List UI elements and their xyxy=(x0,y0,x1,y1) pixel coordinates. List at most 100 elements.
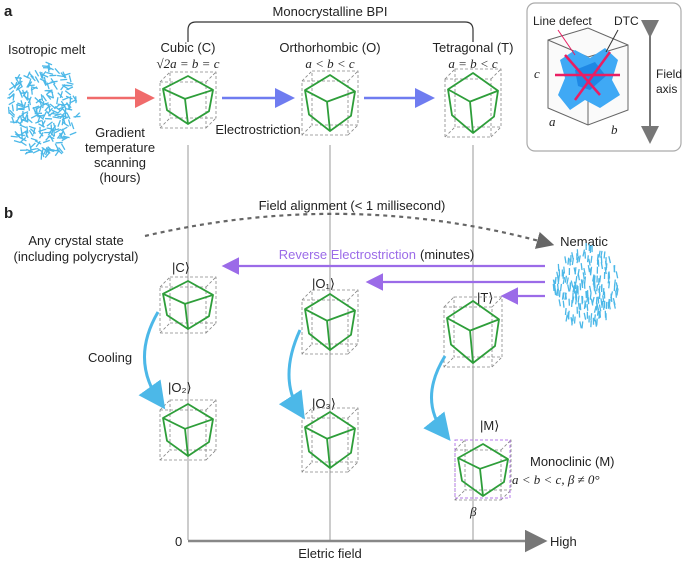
mesogen-stroke xyxy=(42,111,47,119)
mesogen-stroke xyxy=(17,102,25,107)
mesogen-stroke xyxy=(46,82,50,90)
mesogen-stroke xyxy=(11,104,14,112)
any-crystal-line2: (including polycrystal) xyxy=(14,249,139,264)
nematic-blob xyxy=(552,242,619,329)
mesogen-stroke xyxy=(564,275,568,283)
mesogen-stroke xyxy=(8,100,16,106)
cube-dashed-box xyxy=(159,276,217,334)
mesogen-stroke xyxy=(7,106,10,114)
mesogen-stroke xyxy=(60,100,66,108)
mesogen-stroke xyxy=(19,117,26,124)
mesogen-stroke xyxy=(577,268,580,277)
mesogen-stroke xyxy=(577,302,581,310)
mesogen-stroke xyxy=(588,258,591,266)
inset-frame xyxy=(526,2,682,152)
mesogen-stroke xyxy=(54,128,62,134)
mesogen-stroke xyxy=(613,265,616,273)
cube-dashed-box xyxy=(444,68,502,138)
mesogen-stroke xyxy=(57,119,61,127)
mesogen-stroke xyxy=(559,283,563,291)
nematic-label: Nematic xyxy=(560,234,608,249)
process-gradient: Gradient xyxy=(95,125,145,140)
cube-orthorhombic xyxy=(301,70,359,136)
cubic-relation: √2a = b = c xyxy=(157,56,220,71)
mesogen-stroke xyxy=(575,297,578,305)
mesogen-stroke xyxy=(52,128,60,132)
cube-crystal-outline xyxy=(162,403,214,457)
state-c: |C⟩ xyxy=(172,260,190,275)
mesogen-stroke xyxy=(605,263,608,271)
mesogen-stroke xyxy=(598,285,601,293)
inset-axis-c: c xyxy=(534,66,540,81)
mesogen-stroke xyxy=(30,137,38,142)
mesogen-stroke xyxy=(563,266,566,274)
mesogen-stroke xyxy=(24,112,29,120)
mesogen-stroke xyxy=(17,133,25,137)
cube-crystal-outline xyxy=(304,293,356,351)
mesogen-stroke xyxy=(583,267,586,276)
mesogen-stroke xyxy=(34,76,40,83)
cube-crystal-outline xyxy=(162,280,214,330)
mesogen-stroke xyxy=(24,131,29,139)
mesogen-stroke xyxy=(57,92,64,99)
mesogen-stroke xyxy=(573,316,576,324)
mesogen-stroke xyxy=(44,151,51,159)
mesogen-stroke xyxy=(594,319,598,327)
mesogen-stroke xyxy=(13,81,18,89)
axis-title: Eletric field xyxy=(298,546,362,561)
mesogen-stroke xyxy=(14,76,22,80)
mesogen-stroke xyxy=(554,287,557,295)
mesogen-stroke xyxy=(608,299,611,307)
field-alignment-label: Field alignment (< 1 millisecond) xyxy=(259,198,446,213)
mesogen-stroke xyxy=(30,87,33,95)
mesogen-stroke xyxy=(57,107,64,114)
mesogen-stroke xyxy=(571,252,574,260)
cube-crystal-outline xyxy=(304,411,356,469)
mesogen-stroke xyxy=(28,129,34,137)
mesogen-stroke xyxy=(583,276,587,284)
mesogen-stroke xyxy=(19,124,27,129)
mesogen-stroke xyxy=(586,303,589,311)
mesogen-stroke xyxy=(57,74,65,78)
mesogen-stroke xyxy=(58,147,64,154)
mesogen-stroke xyxy=(20,100,24,108)
mesogen-stroke xyxy=(590,255,593,263)
mesogen-stroke xyxy=(603,251,606,259)
mesogen-stroke xyxy=(8,90,15,96)
panel-a-letter: a xyxy=(4,3,13,20)
field-alignment-arc xyxy=(144,212,555,249)
mesogen-stroke xyxy=(52,116,60,119)
mesogen-stroke xyxy=(579,303,582,311)
mesogen-stroke xyxy=(577,295,580,303)
mesogen-stroke xyxy=(600,261,604,270)
mesogen-stroke xyxy=(590,313,593,321)
mesogen-stroke xyxy=(15,120,22,126)
mesogen-stroke xyxy=(596,284,599,292)
mesogen-stroke xyxy=(54,143,59,151)
mesogen-stroke xyxy=(72,95,78,102)
mesogen-stroke xyxy=(573,267,577,275)
mesogen-stroke xyxy=(39,128,47,132)
mesogen-stroke xyxy=(567,284,570,292)
cube-state-t xyxy=(443,296,503,368)
mesogen-stroke xyxy=(41,120,46,127)
mesogen-stroke xyxy=(65,102,72,109)
mesogen-stroke xyxy=(16,83,22,90)
cooling-arrow-3 xyxy=(423,355,451,442)
ortho-relation: a < b < c xyxy=(305,56,355,71)
cube-dashed-box xyxy=(159,71,217,129)
mesogen-stroke xyxy=(60,72,66,79)
mesogen-stroke xyxy=(30,114,38,119)
mesogen-stroke xyxy=(27,81,33,88)
mesogen-stroke xyxy=(583,312,587,320)
mesogen-stroke xyxy=(62,116,66,124)
mesogen-stroke xyxy=(582,249,586,257)
field-label-1: Field xyxy=(656,67,682,81)
mesogen-stroke xyxy=(24,149,32,155)
mesogen-stroke xyxy=(567,257,570,265)
mesogen-stroke xyxy=(68,75,72,83)
mesogen-stroke xyxy=(579,321,582,329)
mesogen-stroke xyxy=(8,112,15,118)
mesogen-stroke xyxy=(35,140,41,148)
